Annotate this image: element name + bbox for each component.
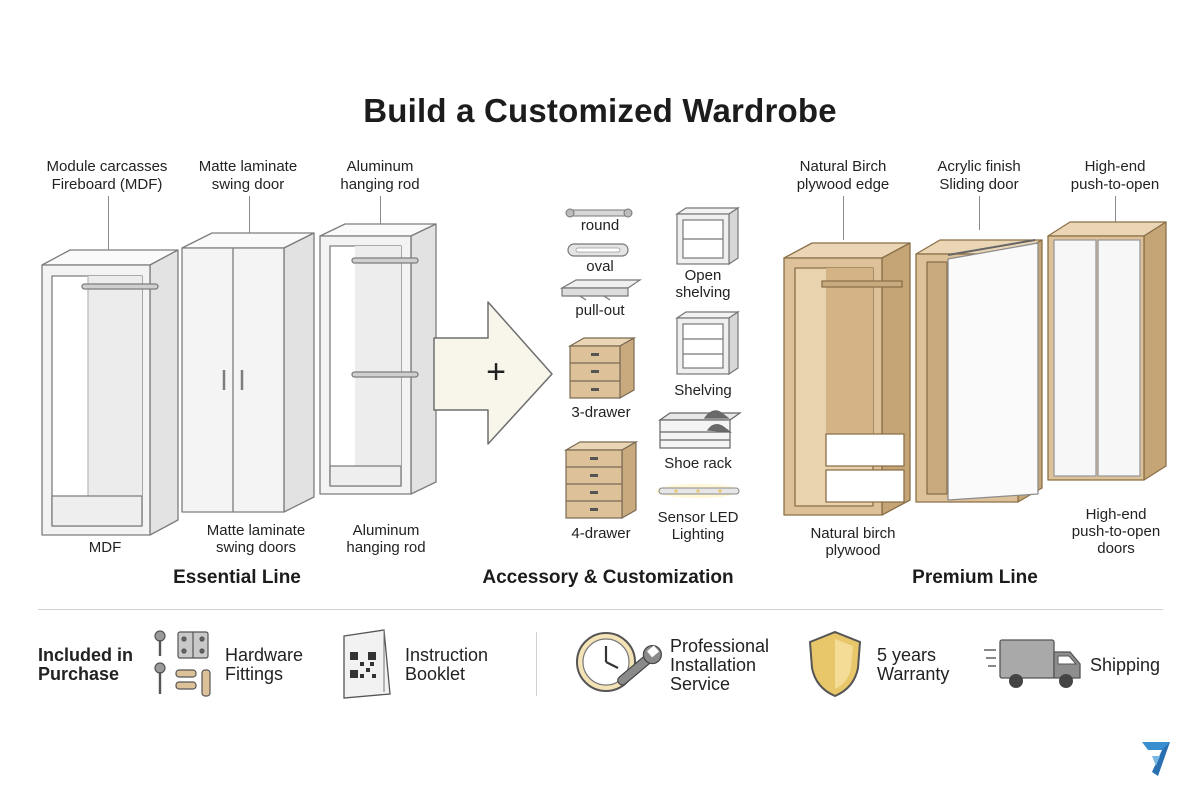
shield-icon (808, 630, 862, 698)
label-oval: oval (586, 258, 614, 275)
callout-line (380, 196, 381, 226)
callout-push-to-open: High-end push-to-open (1070, 158, 1160, 193)
section-accessory-customization: Accessory & Customization (482, 567, 734, 588)
brand-logo (1142, 742, 1170, 776)
acrylic-sliding-cabinet-illustration (915, 239, 1043, 503)
four-drawer-icon (563, 440, 639, 520)
callout-line (979, 196, 980, 230)
section-essential-line: Essential Line (173, 567, 301, 588)
label-birch-plywood: Natural birch plywood (810, 525, 896, 559)
label-open-shelving: Open shelving (675, 267, 731, 301)
open-shelving-icon (675, 206, 740, 266)
callout-module-carcasses: Module carcasses Fireboard (MDF) (46, 158, 168, 193)
included-heading: Included in Purchase (38, 645, 134, 684)
sensor-led-icon (656, 484, 740, 498)
label-shelving: Shelving (674, 382, 732, 399)
callout-hanging-rod: Aluminum hanging rod (340, 158, 420, 193)
label-push-to-open-doors: High-end push-to-open doors (1071, 506, 1161, 557)
mdf-carcass-illustration (41, 249, 179, 536)
shelving-icon (675, 310, 740, 376)
label-3-drawer: 3-drawer (571, 404, 631, 421)
label-round: round (580, 217, 620, 234)
label-hanging-rod: Aluminum hanging rod (346, 522, 426, 556)
callout-line (1115, 196, 1116, 226)
birch-cabinet-illustration (783, 242, 911, 516)
booklet-icon (343, 629, 391, 699)
hanging-rod-cabinet-illustration (319, 223, 437, 495)
pullout-rack-icon (559, 279, 642, 301)
included-warranty: 5 years Warranty (877, 645, 950, 684)
push-to-open-cabinet-illustration (1047, 221, 1167, 481)
hardware-icon (154, 630, 211, 697)
label-mdf: MDF (88, 539, 122, 556)
callout-acrylic-sliding: Acrylic finish Sliding door (937, 158, 1021, 193)
label-4-drawer: 4-drawer (571, 525, 631, 542)
callout-swing-door: Matte laminate swing door (198, 158, 298, 193)
section-premium-line: Premium Line (912, 567, 1038, 588)
truck-icon (984, 639, 1081, 688)
callout-birch-edge: Natural Birch plywood edge (796, 158, 890, 193)
swing-door-cabinet-illustration (181, 232, 315, 513)
installation-icon (576, 632, 662, 692)
callout-line (108, 196, 109, 258)
plus-symbol: + (486, 353, 506, 391)
label-pullout: pull-out (575, 302, 625, 319)
callout-line (843, 196, 844, 240)
label-sensor-led: Sensor LED Lighting (657, 509, 739, 543)
label-swing-doors: Matte laminate swing doors (206, 522, 306, 556)
included-shipping: Shipping (1090, 655, 1161, 675)
label-shoe-rack: Shoe rack (664, 455, 732, 472)
included-separator (536, 632, 537, 696)
included-booklet: Instruction Booklet (405, 645, 489, 684)
page-title: Build a Customized Wardrobe (363, 92, 837, 129)
callout-line (249, 196, 250, 234)
section-divider (38, 609, 1163, 610)
included-installation: Professional Installation Service (670, 636, 770, 694)
oval-rod-icon (567, 243, 629, 257)
three-drawer-icon (567, 336, 637, 400)
round-rod-icon (565, 208, 633, 218)
included-hardware: Hardware Fittings (225, 645, 304, 684)
shoe-rack-icon (658, 410, 742, 449)
